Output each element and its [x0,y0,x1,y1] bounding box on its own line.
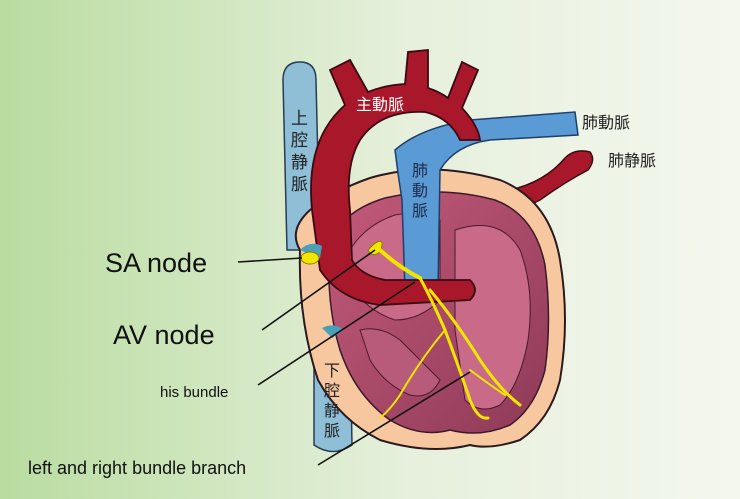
his-bundle-label: his bundle [160,384,228,401]
inferior-vena-cava-char: 脈 [324,421,340,440]
pulmonary-artery [394,111,579,291]
pulmonary-artery-label: 肺動脈 [582,113,630,132]
aorta [310,49,482,306]
inferior-vena-cava-label: 下 腔 静 脈 [324,361,340,440]
leader-lines [237,249,471,466]
pulmonary-artery-inner-char: 肺 [412,161,428,180]
septal-patch [322,325,344,338]
av-node-leader [261,249,376,331]
superior-vena-cava-char: 脈 [291,175,308,195]
sa-node-label: SA node [105,248,207,278]
conduction-system [300,240,522,420]
pulmonary-vein-label: 肺静脈 [608,151,656,170]
inferior-vena-cava-char: 静 [324,401,340,420]
pulmonary-artery-inner-label: 肺 動 脈 [412,161,428,220]
aorta-label: 主動脈 [356,95,404,114]
bundle-branch-leader [317,371,471,466]
his-bundle-leader [257,281,416,386]
inferior-vena-cava-char: 下 [324,361,340,380]
inferior-vena-cava-char: 腔 [324,381,340,400]
sa-node-leader [237,257,303,263]
sa-node-mark [300,251,320,265]
superior-vena-cava-char: 静 [291,153,308,173]
superior-vena-cava-label: 上 腔 静 脈 [291,109,308,195]
pulmonary-vein [508,150,594,212]
superior-vena-cava-char: 上 [291,109,308,129]
pulmonary-artery-inner-char: 動 [412,181,428,200]
superior-vena-cava-char: 腔 [291,131,308,151]
pulmonary-artery-inner-char: 脈 [412,201,428,220]
av-node-label: AV node [113,320,215,350]
bundle-branch-label: left and right bundle branch [28,458,246,478]
